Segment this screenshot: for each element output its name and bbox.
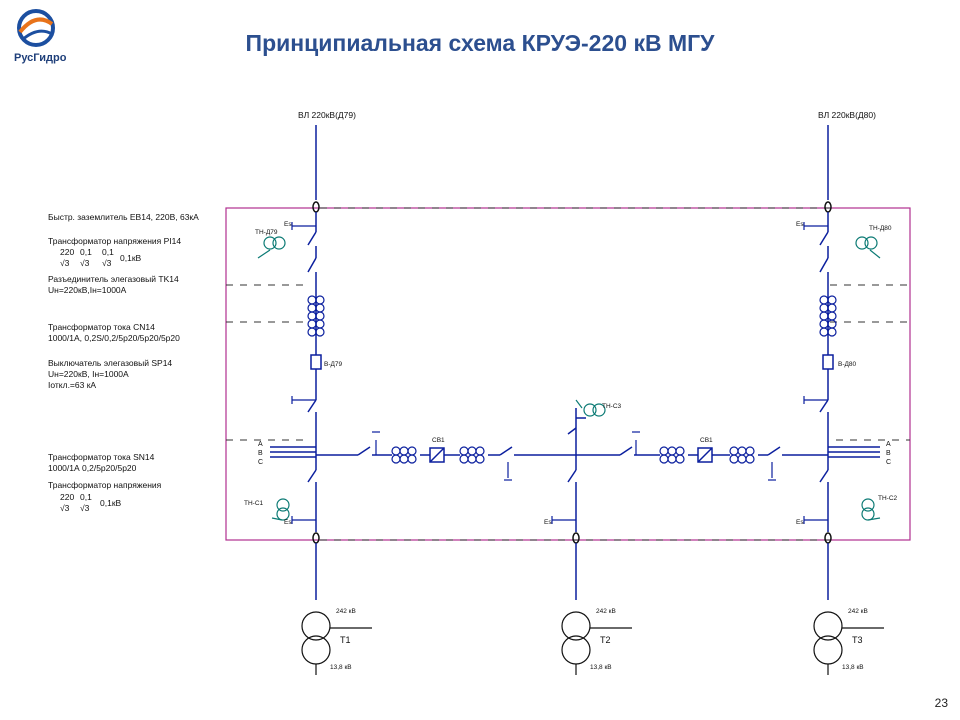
t3-name: T3 <box>852 635 863 645</box>
t2-hv: 242 кВ <box>596 608 616 615</box>
t2-lv: 13,8 кВ <box>590 664 612 671</box>
legend-vt-num1: 220 <box>60 247 74 257</box>
legend-vt2-den1: √3 <box>60 503 70 513</box>
label-sv1-right: СВ1 <box>700 437 713 444</box>
legend-vt2-den2: √3 <box>80 503 90 513</box>
phase-c-left: C <box>258 459 263 466</box>
legend-vt-den1: √3 <box>60 258 70 268</box>
label-tn-c1: ТН-С1 <box>244 500 264 507</box>
legend-ct2-params: 1000/1А 0,2/5р20/5р20 <box>48 463 137 473</box>
legend-ct-params: 1000/1А, 0,2S/0,2/5р20/5р20/5р20 <box>48 333 180 343</box>
legend-vt2-num1: 220 <box>60 492 74 502</box>
equipment-labels: ВЛ 220кВ(Д79) ВЛ 220кВ(Д80) ТН-Д79 ТН-Д8… <box>244 110 898 526</box>
legend-breaker-params2: Iоткл.=63 кА <box>48 380 96 390</box>
label-tn-d80: ТН-Д80 <box>869 225 892 232</box>
phase-b-right: B <box>886 450 891 457</box>
label-es-1: Еs <box>284 221 292 228</box>
t2-name: T2 <box>600 635 611 645</box>
legend-breaker-title: Выключатель элегазовый SP14 <box>48 358 172 368</box>
legend-breaker-params1: Uн=220кВ, Iн=1000А <box>48 369 129 379</box>
legend-disconnector-params: Uн=220кВ,Iн=1000А <box>48 285 127 295</box>
feeder-middle <box>567 408 586 600</box>
earthing-switches <box>291 222 828 524</box>
label-tn-d79: ТН-Д79 <box>255 229 278 236</box>
legend-vt-unit: 0,1кВ <box>120 253 142 263</box>
label-v-d79: В-Д79 <box>324 361 343 368</box>
label-es-5: Еs <box>544 519 552 526</box>
transformer-labels: 242 кВ T1 13,8 кВ 242 кВ T2 13,8 кВ 242 … <box>330 608 868 671</box>
ct-right <box>819 295 837 337</box>
legend-vt2-num2: 0,1 <box>80 492 92 502</box>
label-v-d80: В-Д80 <box>838 361 857 368</box>
line-label-left: ВЛ 220кВ(Д79) <box>298 110 356 120</box>
line-label-right: ВЛ 220кВ(Д80) <box>818 110 876 120</box>
label-es-3: Еs <box>796 221 804 228</box>
t1-lv: 13,8 кВ <box>330 664 352 671</box>
label-tn-c2: ТН-С2 <box>878 495 898 502</box>
feeder-right <box>819 125 834 600</box>
t3-lv: 13,8 кВ <box>842 664 864 671</box>
logo-text: РусГидро <box>14 52 67 64</box>
bus-ct-groups <box>391 446 755 464</box>
legend-ct2-title: Трансформатор тока SN14 <box>48 452 155 462</box>
legend-vt-den3: √3 <box>102 258 112 268</box>
legend-vt2-title: Трансформатор напряжения <box>48 480 162 490</box>
label-es-4: Еs <box>796 519 804 526</box>
legend-vt-num2: 0,1 <box>80 247 92 257</box>
label-es-2: Еs <box>284 519 292 526</box>
legend-ct-title: Трансформатор тока CN14 <box>48 322 155 332</box>
legend-disconnector-title: Разъединитель элегазовый TK14 <box>48 274 179 284</box>
rushydro-logo-icon <box>17 9 55 47</box>
feeder-left <box>307 125 322 600</box>
legend-vt-title: Трансформатор напряжения PI14 <box>48 236 181 246</box>
gis-frame <box>225 207 911 541</box>
phase-a-right: A <box>886 441 891 448</box>
phase-c-right: C <box>886 459 891 466</box>
t1-name: T1 <box>340 635 351 645</box>
voltage-transformers <box>257 236 881 521</box>
legend-vt-den2: √3 <box>80 258 90 268</box>
t1-hv: 242 кВ <box>336 608 356 615</box>
ct-left <box>307 295 325 337</box>
phase-a-left: A <box>258 441 263 448</box>
main-bus <box>270 446 880 463</box>
dashed-guides <box>226 207 910 541</box>
legend-earthing-switch: Быстр. заземлитель EB14, 220В, 63кА <box>48 212 199 222</box>
legend-vt2-unit: 0,1кВ <box>100 498 122 508</box>
phase-b-left: B <box>258 450 263 457</box>
page-title: Принципиальная схема КРУЭ-220 кВ МГУ <box>245 30 715 56</box>
t3-hv: 242 кВ <box>848 608 868 615</box>
label-sv1-left: СВ1 <box>432 437 445 444</box>
legend-vt-num3: 0,1 <box>102 247 114 257</box>
power-transformers <box>301 611 884 675</box>
page-number: 23 <box>934 696 948 710</box>
label-tn-c3: ТН-С3 <box>602 403 622 410</box>
legend: Быстр. заземлитель EB14, 220В, 63кА Тран… <box>48 212 199 513</box>
